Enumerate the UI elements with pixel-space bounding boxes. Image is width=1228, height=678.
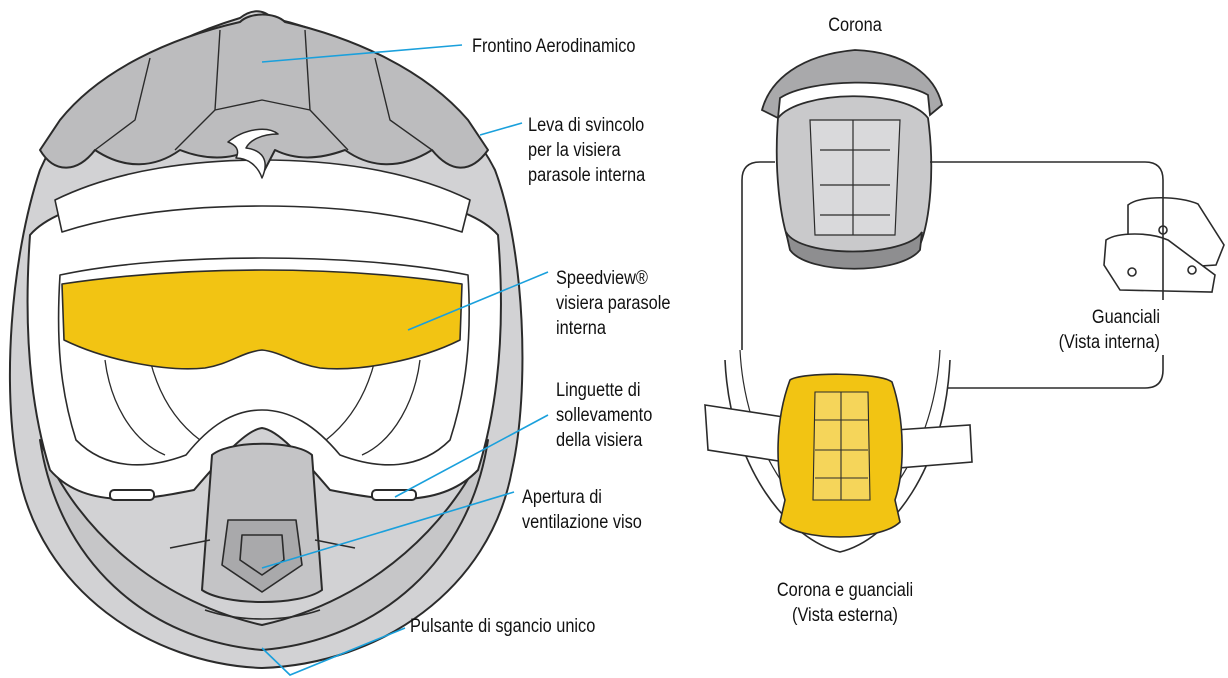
label-guanciali: Guanciali (Vista interna)	[1048, 305, 1160, 355]
label-pulsante: Pulsante di sgancio unico	[410, 614, 595, 639]
crown-liner-pads	[810, 120, 900, 235]
helmet-front-view	[10, 11, 523, 668]
label-corona: Corona	[812, 13, 898, 38]
visor-lift-tab-right	[372, 490, 416, 500]
crown-liner-illustration	[762, 50, 942, 269]
label-frontino-aerodinamico: Frontino Aerodinamico	[472, 34, 635, 59]
visor-lift-tab-left	[110, 490, 154, 500]
inner-liner-view	[705, 350, 972, 552]
leader-leva	[480, 123, 522, 135]
label-speedview: Speedview® visiera parasole interna	[556, 266, 670, 341]
cheek-pads-illustration	[1104, 198, 1224, 292]
label-corona-guanciali: Corona e guanciali (Vista esterna)	[759, 578, 931, 628]
label-linguette: Linguette di sollevamento della visiera	[556, 378, 652, 453]
label-apertura: Apertura di ventilazione viso	[522, 485, 642, 535]
cheek-pad-snap	[1128, 268, 1136, 276]
cheek-pad-snap	[1188, 266, 1196, 274]
chin-strap-right	[895, 425, 972, 468]
label-leva-svincolo: Leva di svincolo per la visiera parasole…	[528, 113, 645, 188]
helmet-peak	[40, 15, 488, 176]
